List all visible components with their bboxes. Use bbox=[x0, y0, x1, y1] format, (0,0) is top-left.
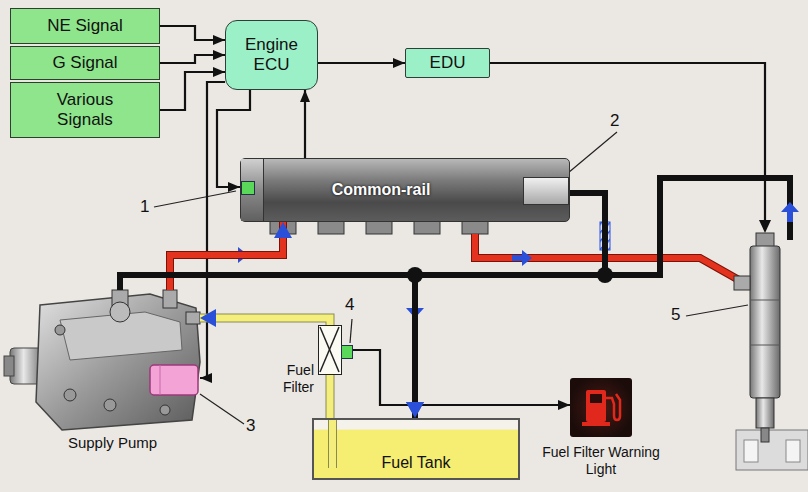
connector-group bbox=[342, 350, 570, 405]
pipe-outline bbox=[200, 318, 330, 325]
signal-wire bbox=[342, 350, 570, 405]
common-rail: Common-rail bbox=[240, 158, 570, 222]
low-pressure-pipe bbox=[327, 375, 334, 418]
node-text: Fuel Filter bbox=[266, 362, 314, 396]
connector-group bbox=[170, 222, 283, 290]
connector-group bbox=[200, 82, 225, 378]
node-text: Engine ECU bbox=[236, 35, 308, 75]
callout-number: 3 bbox=[246, 416, 255, 436]
connector-group bbox=[120, 275, 415, 418]
connector-group bbox=[318, 63, 405, 64]
node-text: G Signal bbox=[52, 53, 117, 73]
callout-holder: 3 bbox=[246, 416, 255, 436]
signal-wire bbox=[200, 82, 225, 378]
signal-wire bbox=[304, 90, 306, 158]
callout-number: 4 bbox=[345, 295, 354, 315]
ecu-box: Engine ECU bbox=[225, 20, 318, 90]
connector-group bbox=[160, 26, 225, 40]
signal-wire bbox=[160, 26, 225, 40]
node-text: NE Signal bbox=[47, 16, 123, 36]
node-text: Supply Pump bbox=[68, 434, 157, 451]
node-text: Various Signals bbox=[40, 90, 130, 130]
low-pressure-pipe bbox=[200, 318, 330, 325]
pressure-limiter bbox=[523, 177, 569, 205]
callout-number: 2 bbox=[610, 111, 619, 131]
node-text: Fuel Tank bbox=[381, 454, 450, 472]
callout-holder: 4 bbox=[345, 295, 354, 315]
label-holder: Fuel Filter Warning Light bbox=[530, 444, 672, 478]
node-text: Fuel Filter Warning Light bbox=[530, 444, 672, 478]
pipe-outline bbox=[170, 222, 283, 290]
injector-drawing bbox=[734, 233, 808, 470]
label-holder: Fuel Filter bbox=[266, 362, 314, 396]
connector-group bbox=[200, 318, 330, 325]
warning-light: Fuel Filter Warning Light bbox=[570, 378, 632, 437]
drive-wire bbox=[490, 63, 765, 222]
return-pipe bbox=[120, 275, 415, 418]
supply-pump: Supply Pump bbox=[5, 290, 200, 455]
node-text: Common-rail bbox=[332, 181, 431, 199]
pipe-outline bbox=[326, 375, 335, 418]
filter-sensor bbox=[341, 345, 353, 359]
connector-group bbox=[160, 55, 225, 63]
signal-wire bbox=[160, 72, 225, 110]
pressure-sensor bbox=[241, 181, 255, 195]
signal-box: NE Signal bbox=[10, 8, 160, 44]
callout-holder: 5 bbox=[671, 305, 680, 325]
fuel-pump-icon bbox=[570, 378, 632, 437]
high-pressure-pipe bbox=[170, 222, 283, 290]
callout-holder: 1 bbox=[140, 197, 149, 217]
callout-number: 5 bbox=[671, 305, 680, 325]
connector-group bbox=[160, 72, 225, 110]
rail-outlet bbox=[270, 220, 488, 234]
supply-pump-drawing bbox=[4, 290, 200, 430]
connector-group bbox=[305, 90, 306, 158]
filter-cross bbox=[319, 326, 340, 373]
arrow-head bbox=[759, 220, 771, 233]
edu-box: EDU bbox=[405, 48, 490, 78]
fuel-tank: Fuel Tank bbox=[312, 418, 520, 480]
fuel-filter: Fuel Filter bbox=[318, 325, 342, 375]
suction-pipe bbox=[328, 420, 337, 468]
connector-group bbox=[330, 375, 331, 418]
callout-holder: 2 bbox=[610, 111, 619, 131]
signal-wire bbox=[318, 62, 405, 64]
node-text: EDU bbox=[430, 53, 466, 73]
signal-wire bbox=[160, 55, 225, 63]
signal-box: Various Signals bbox=[10, 82, 160, 138]
callout-number: 1 bbox=[140, 197, 149, 217]
signal-box: G Signal bbox=[10, 46, 160, 80]
